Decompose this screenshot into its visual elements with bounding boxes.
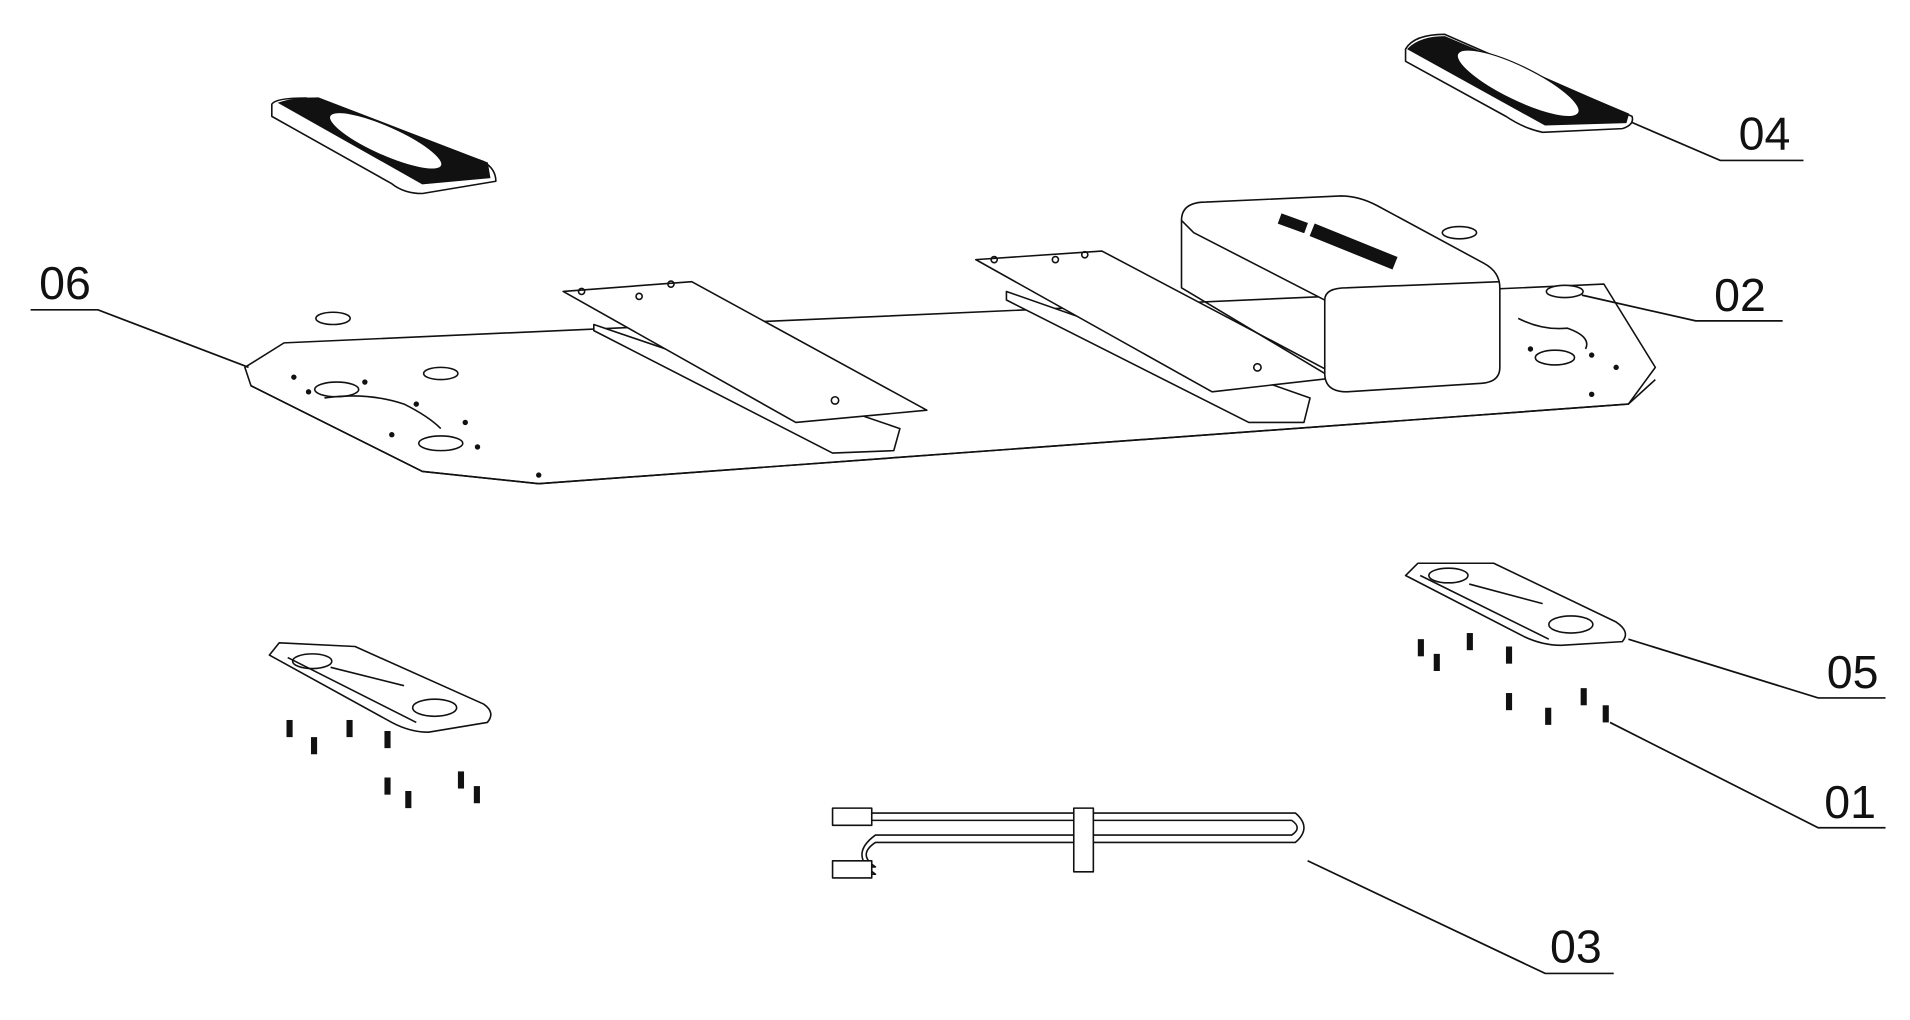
top-cover-left <box>271 97 497 195</box>
callout-label: 04 <box>1739 107 1791 159</box>
callout-02: 02 <box>1581 269 1783 322</box>
mount-bracket-right <box>1404 562 1627 647</box>
foot-pads <box>315 225 1584 381</box>
callout-06: 06 <box>30 257 249 369</box>
callout-label: 01 <box>1824 776 1876 828</box>
callout-05: 05 <box>1628 638 1886 699</box>
screws <box>286 633 1609 809</box>
callout-label: 06 <box>39 257 91 309</box>
callout-03: 03 <box>1307 860 1614 975</box>
top-cover-right <box>1404 33 1634 134</box>
callout-label: 02 <box>1714 269 1766 321</box>
callout-label: 03 <box>1550 920 1602 972</box>
control-box <box>1180 195 1501 393</box>
cable <box>831 807 1305 879</box>
base-plate <box>244 283 1657 485</box>
mounting-strips <box>562 250 1342 454</box>
callout-label: 05 <box>1827 646 1879 698</box>
callout-01: 01 <box>1609 721 1886 829</box>
callout-04: 04 <box>1631 107 1804 162</box>
mount-bracket-left <box>268 642 492 734</box>
